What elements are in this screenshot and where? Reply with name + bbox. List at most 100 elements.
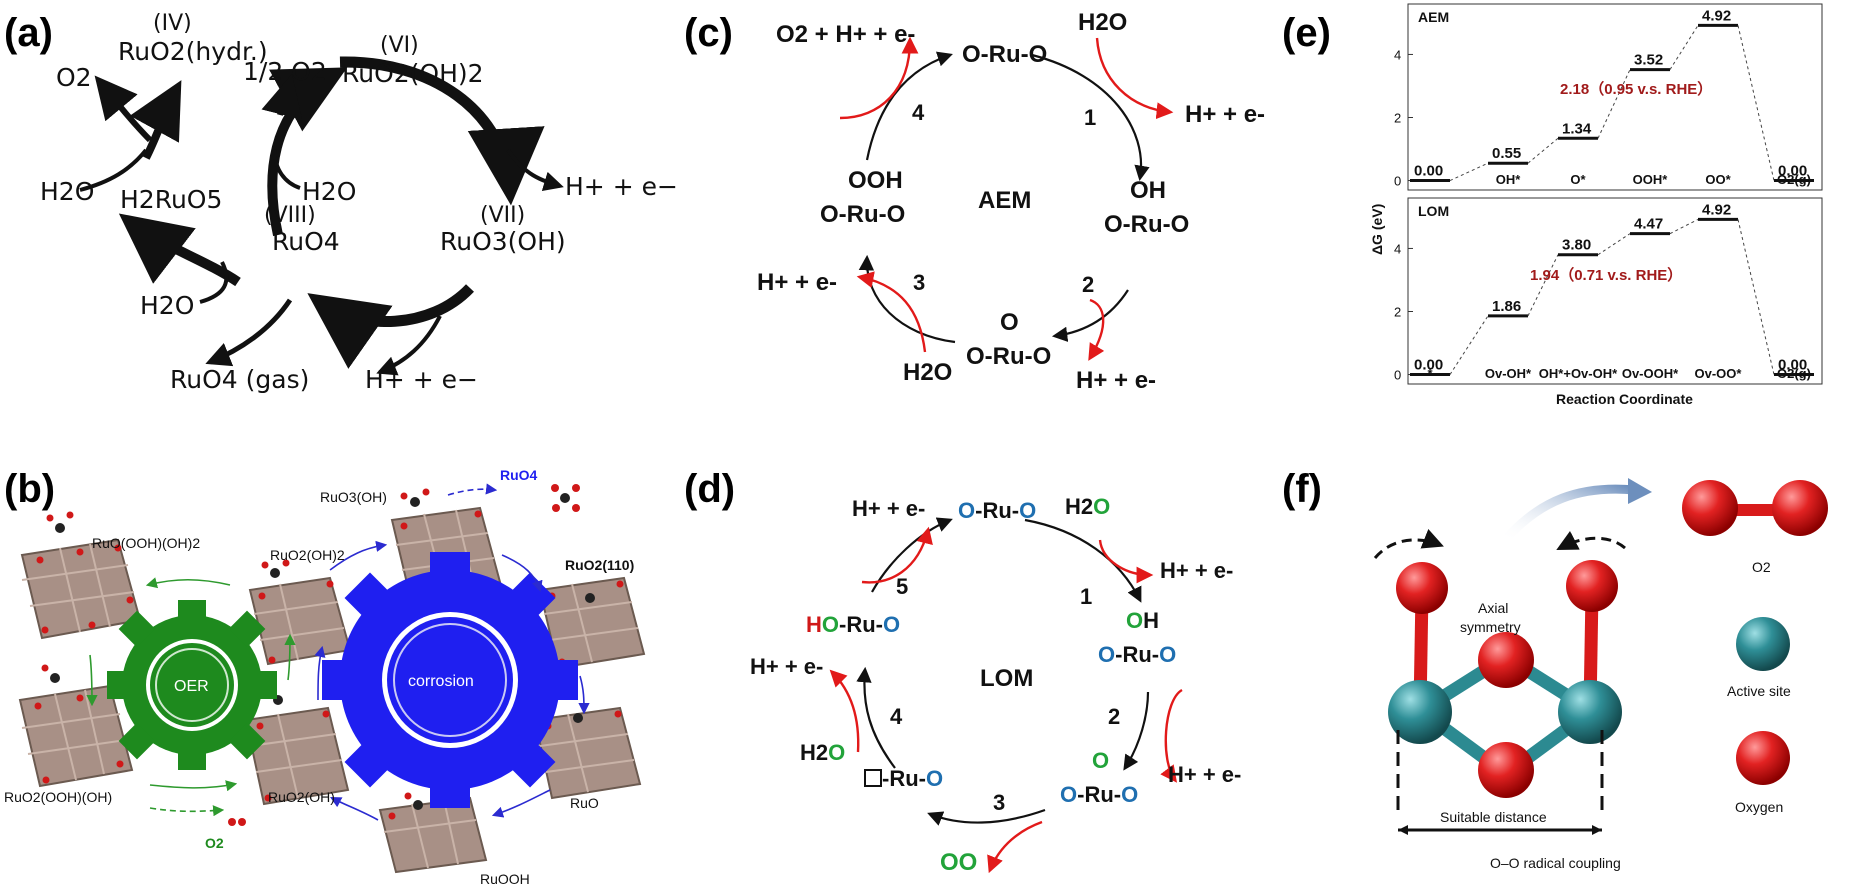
lom-bottom-o2: O xyxy=(1121,782,1138,807)
cycle-arrow-viii-vi xyxy=(267,67,348,237)
lom-red-arrow-1 xyxy=(1098,539,1154,584)
arrow-he-bottom xyxy=(376,315,442,376)
aem-cycle-arrow-2 xyxy=(1051,289,1129,342)
lom-energy-value: 4.47 xyxy=(1634,216,1663,233)
oer-arrow-bottom xyxy=(149,780,238,792)
lom-left-o: O xyxy=(822,612,839,637)
species-vi-name: RuO2(OH)2 xyxy=(342,59,484,88)
panel-a-label: (a) xyxy=(4,11,53,55)
arrow-he-right xyxy=(506,148,564,191)
lom-in-h2o-1-o: O xyxy=(1093,494,1110,519)
aem-bottom-species: O-Ru-O xyxy=(966,343,1051,370)
lom-center-label: LOM xyxy=(980,665,1033,692)
lom-bottom-o: O xyxy=(1092,748,1109,773)
label-ruo3-oh: RuO3(OH) xyxy=(320,489,387,505)
aem-red-arrow-3 xyxy=(856,271,927,353)
half-o2-label: 1/2 O2 xyxy=(243,57,327,86)
panel-f-label: (f) xyxy=(1282,467,1322,511)
aem-overpotential-annotation: 2.18（0.95 v.s. RHE） xyxy=(1560,80,1712,98)
aem-out-top-left: O2 + H+ + e- xyxy=(776,21,915,48)
aem-energy-frame xyxy=(1407,3,1823,191)
lom-right-o1: O xyxy=(1098,642,1115,667)
panel-d: (d) O-Ru-O H2O H+ + e- OH O-Ru-O H+ + e-… xyxy=(684,467,1241,876)
lom-cycle-arrow-1 xyxy=(1024,518,1142,603)
label-ruo: RuO xyxy=(570,795,599,811)
lom-in-h2o-4: H2O xyxy=(800,740,845,765)
label-ruo2-oh2: RuO2(OH)2 xyxy=(270,547,345,563)
aem-step-label: OOH* xyxy=(1633,172,1669,187)
cycle-arrow-viii-h2ruo5 xyxy=(118,213,241,287)
aem-out-left: H+ + e- xyxy=(757,269,837,296)
lom-bottom-o1: O xyxy=(1060,782,1077,807)
energy-x-axis-label: Reaction Coordinate xyxy=(1556,391,1693,407)
lom-vacancy-o: O xyxy=(926,766,943,791)
oxygen-atom-right-top xyxy=(1566,560,1618,612)
arrow-ruo4-gas xyxy=(205,298,293,367)
aem-step-label: O* xyxy=(1570,172,1586,187)
panel-d-label: (d) xyxy=(684,467,735,511)
lom-top-o2: O xyxy=(1019,498,1036,523)
oer-arrow-top xyxy=(145,577,231,589)
legend-o2-label: O2 xyxy=(1752,559,1771,575)
lom-vacancy-ru: -Ru- xyxy=(882,766,926,791)
lom-in-h2o-4-o: O xyxy=(828,740,845,765)
panel-c-label: (c) xyxy=(684,11,733,55)
lom-out-4: H+ + e- xyxy=(750,654,823,679)
oer-gear-label: OER xyxy=(174,678,209,695)
lom-step-5: 5 xyxy=(896,574,908,599)
h2o-bottom-label: H2O xyxy=(140,291,194,320)
species-vi-number: (VI) xyxy=(380,33,419,58)
lom-in-h2o-1: H2O xyxy=(1065,494,1110,519)
lom-out-oo: OO xyxy=(940,849,977,876)
aem-connector xyxy=(1527,137,1559,164)
h2o-left-label: H2O xyxy=(40,177,94,206)
arrow-h2o-bottom xyxy=(199,261,229,304)
lom-chart-title: LOM xyxy=(1418,203,1449,219)
active-site-atom-right xyxy=(1558,680,1622,744)
o2-gas-molecule xyxy=(228,818,246,826)
lom-energy-frame xyxy=(1407,197,1823,385)
aem-top-species: O-Ru-O xyxy=(962,41,1047,68)
lom-right-species: O-Ru-O xyxy=(1098,642,1176,667)
corrosion-arrow-right xyxy=(578,675,590,715)
aem-cycle-arrow-3 xyxy=(858,254,956,344)
oxygen-atom-bridge-bottom xyxy=(1478,742,1534,798)
lom-step-label: OH*+Ov-OH* xyxy=(1539,366,1618,381)
species-iv-number: (IV) xyxy=(153,11,192,36)
species-vii-name: RuO3(OH) xyxy=(440,227,566,256)
corrosion-gear xyxy=(322,552,578,808)
lom-step-label: Ov-OO* xyxy=(1695,366,1743,381)
crystal-slab-ruo-ooh-oh2 xyxy=(20,511,142,640)
aem-step-label: OO* xyxy=(1705,172,1731,187)
lom-top-o1: O xyxy=(958,498,975,523)
h2o-mid-label: H2O xyxy=(302,177,356,206)
coupling-curved-arrow xyxy=(1501,484,1636,543)
lom-energy-value: 0.00 xyxy=(1778,357,1807,374)
lom-connector xyxy=(1527,254,1559,317)
he-bottom-label: H+ + e− xyxy=(365,365,478,394)
lom-out-2: H+ + e- xyxy=(1168,762,1241,787)
aem-out-right: H+ + e- xyxy=(1185,101,1265,128)
lom-overpotential-annotation: 1.94（0.71 v.s. RHE） xyxy=(1530,266,1682,284)
oxygen-vacancy-square xyxy=(864,769,882,787)
species-viii-number: (VIII) xyxy=(264,203,316,228)
aem-ytick-label: 2 xyxy=(1394,110,1401,125)
lom-right-oh: OH xyxy=(1126,608,1159,633)
aem-right-species: O-Ru-O xyxy=(1104,211,1189,238)
ruo4-gas-label: RuO4 (gas) xyxy=(170,365,309,394)
label-o2-gas: O2 xyxy=(205,835,224,851)
aem-bottom-o: O xyxy=(1000,309,1019,336)
lom-step-1: 1 xyxy=(1080,584,1092,609)
lom-connector xyxy=(1597,233,1631,256)
lom-step-2: 2 xyxy=(1108,704,1120,729)
label-ruo4: RuO4 xyxy=(500,467,538,483)
lom-in-h2o-1-h: H2 xyxy=(1065,494,1093,519)
species-iv-name: RuO2(hydr.) xyxy=(118,37,268,66)
lom-red-arrow-3 xyxy=(987,820,1043,874)
lom-cycle-arrow-2 xyxy=(1123,691,1150,771)
o2-release-arrow xyxy=(149,805,225,817)
panel-c: (c) O-Ru-O H2O H+ + e- O2 + H+ + e- OH O… xyxy=(684,9,1265,394)
crystal-slab-ruooh xyxy=(378,792,488,874)
coupling-arrow-head xyxy=(1628,478,1652,504)
aem-in-h2o-top: H2O xyxy=(1078,9,1127,36)
